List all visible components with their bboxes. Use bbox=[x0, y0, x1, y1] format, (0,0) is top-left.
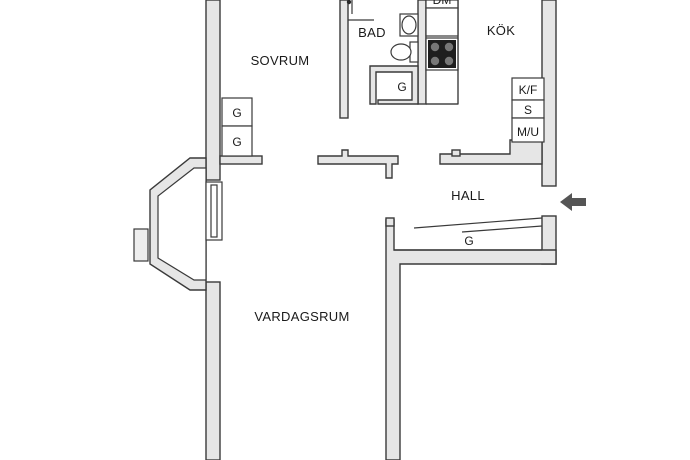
bedroom-wardrobe-1 bbox=[221, 97, 253, 127]
window-pane bbox=[210, 184, 218, 238]
wall-hall-stub bbox=[385, 217, 395, 227]
wall-corridor bbox=[385, 219, 557, 460]
hall-wardrobe-label: G bbox=[464, 234, 473, 248]
shower-drain bbox=[346, 0, 352, 5]
room-label-sovrum: SOVRUM bbox=[251, 53, 310, 68]
dishwasher-unit bbox=[425, 7, 459, 37]
burner-icon bbox=[430, 56, 440, 66]
sliding-door-hall-1 bbox=[413, 217, 543, 229]
micro-oven-unit bbox=[511, 117, 545, 143]
radiator bbox=[133, 228, 149, 262]
wall-bath-bottom bbox=[369, 65, 419, 105]
micro-oven-label: M/U bbox=[517, 125, 539, 139]
bedroom-wardrobe-1-label: G bbox=[232, 106, 241, 120]
room-label-bad: BAD bbox=[358, 25, 386, 40]
wall-central-partition bbox=[317, 149, 399, 179]
bay-window-inner bbox=[157, 167, 207, 281]
wall-left-lower bbox=[205, 281, 221, 460]
fridge-freezer-label: K/F bbox=[519, 83, 538, 97]
burner-icon bbox=[444, 56, 454, 66]
room-label-vardagsrum: VARDAGSRUM bbox=[254, 309, 349, 324]
wall-bath-left bbox=[339, 0, 349, 119]
window-frame bbox=[205, 181, 223, 241]
wall-left-upper bbox=[205, 0, 221, 181]
storage-label: S bbox=[524, 103, 532, 117]
burner-icon bbox=[430, 42, 440, 52]
dishwasher-label: DM bbox=[433, 0, 452, 7]
wall-bedroom-living bbox=[219, 155, 263, 165]
burner-icon bbox=[444, 42, 454, 52]
bedroom-wardrobe-2-label: G bbox=[232, 135, 241, 149]
sliding-door-hall-2 bbox=[461, 225, 543, 233]
room-label-hall: HALL bbox=[451, 188, 485, 203]
sink-icon bbox=[401, 15, 417, 35]
toilet-icon bbox=[390, 43, 412, 61]
room-label-kok: KÖK bbox=[487, 23, 515, 38]
bedroom-wardrobe-2 bbox=[221, 125, 253, 157]
wall-bath-right bbox=[417, 0, 427, 105]
wall-kitchen-stub bbox=[451, 149, 461, 157]
arrow-left-icon bbox=[560, 193, 586, 211]
bath-wardrobe-label: G bbox=[397, 80, 406, 94]
